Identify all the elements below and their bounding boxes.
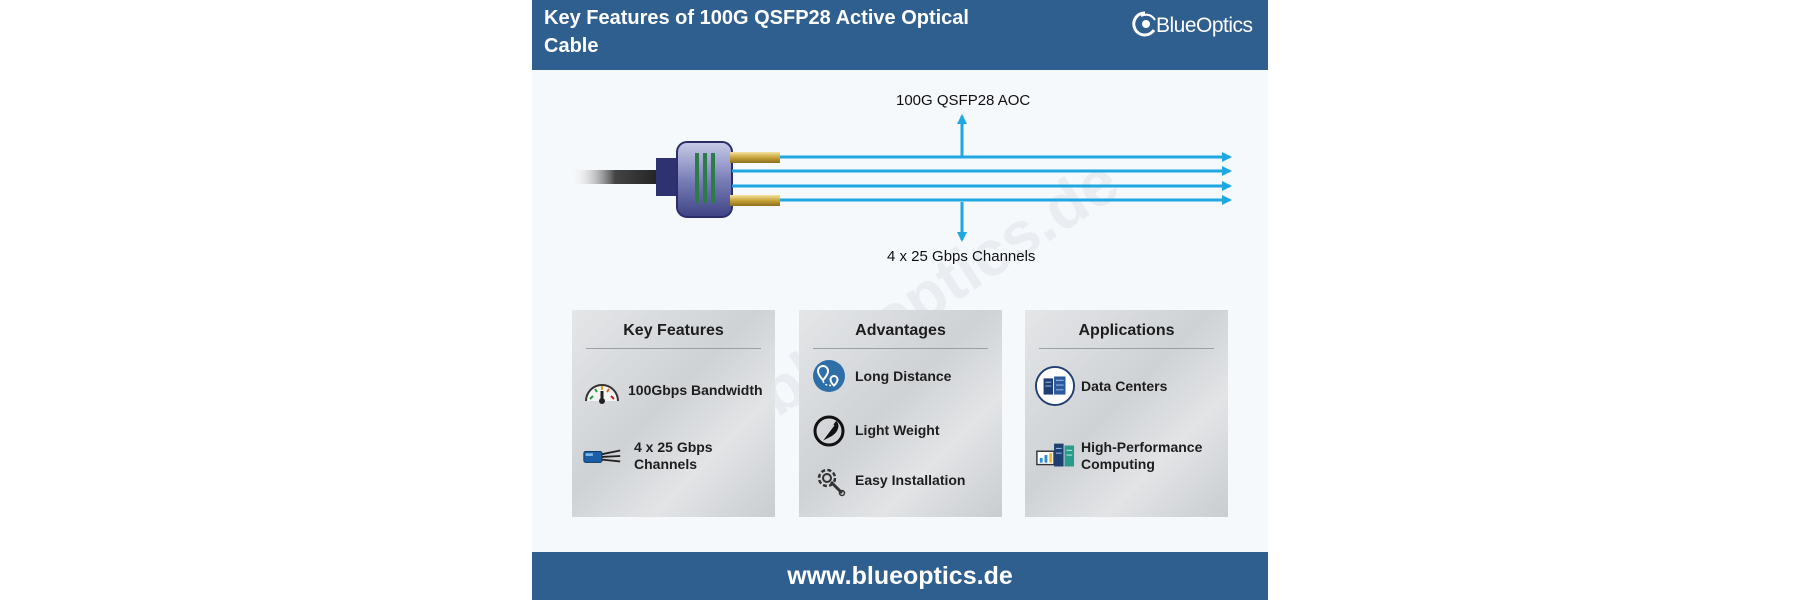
applications-panel: Applications Data Centers [1025,310,1228,517]
application-item-data-centers: Data Centers [1035,366,1224,406]
connector-stripe [703,153,707,203]
gold-contact-pin [730,195,780,206]
location-route-icon [809,358,849,394]
advantage-item-long-distance: Long Distance [809,358,998,394]
application-label: Data Centers [1081,377,1168,394]
advantage-label: Easy Installation [855,471,966,488]
application-label: High-Performance Computing [1081,439,1203,472]
feature-item-channels: 4 x 25 Gbps Channels [582,438,771,474]
page-title: Key Features of 100G QSFP28 Active Optic… [544,7,969,57]
channels-label: 4 x 25 Gbps Channels [887,248,1036,265]
footer-bar: www.blueoptics.de [532,552,1268,600]
connector-stripe [695,153,699,203]
gear-wrench-icon [809,462,849,498]
advantage-item-light-weight: Light Weight [809,412,998,448]
aoc-diagram: 100G QSFP28 AOC 4 x 25 Gbps Channels [532,70,1268,270]
advantage-label: Long Distance [855,367,952,384]
gold-contact-pin [730,152,780,163]
feather-icon [809,412,849,448]
advantages-panel: Advantages Long Distance Light W [799,310,1002,517]
feature-label: 4 x 25 Gbps Channels [634,439,713,472]
speedometer-icon [582,372,622,408]
aoc-label: 100G QSFP28 AOC [896,92,1031,109]
panel-title: Applications [1039,320,1214,349]
application-item-hpc: High-Performance Computing [1035,438,1224,474]
advantage-label: Light Weight [855,421,940,438]
blueoptics-logo: BlueOptics [1130,6,1260,42]
aoc-diagram-svg [570,114,1232,242]
header-bar: Key Features of 100G QSFP28 Active Optic… [532,0,1268,70]
data-center-icon [1035,366,1075,406]
infographic: Key Features of 100G QSFP28 Active Optic… [532,0,1268,600]
computing-icon [1035,438,1075,474]
fiber-cable-icon [582,438,622,474]
cable-jacket [570,170,660,184]
feature-item-bandwidth: 100Gbps Bandwidth [582,372,771,408]
connector-stripe [711,153,715,203]
panel-title: Advantages [813,320,988,349]
advantage-item-easy-installation: Easy Installation [809,462,998,498]
feature-label: 100Gbps Bandwidth [628,381,763,398]
panel-title: Key Features [586,320,761,349]
key-features-panel: Key Features 100Gbps Bandwidth [572,310,775,517]
logo-text: BlueOptics [1156,14,1253,37]
logo-swirl-icon [1132,11,1156,37]
footer-url[interactable]: www.blueoptics.de [787,561,1013,590]
